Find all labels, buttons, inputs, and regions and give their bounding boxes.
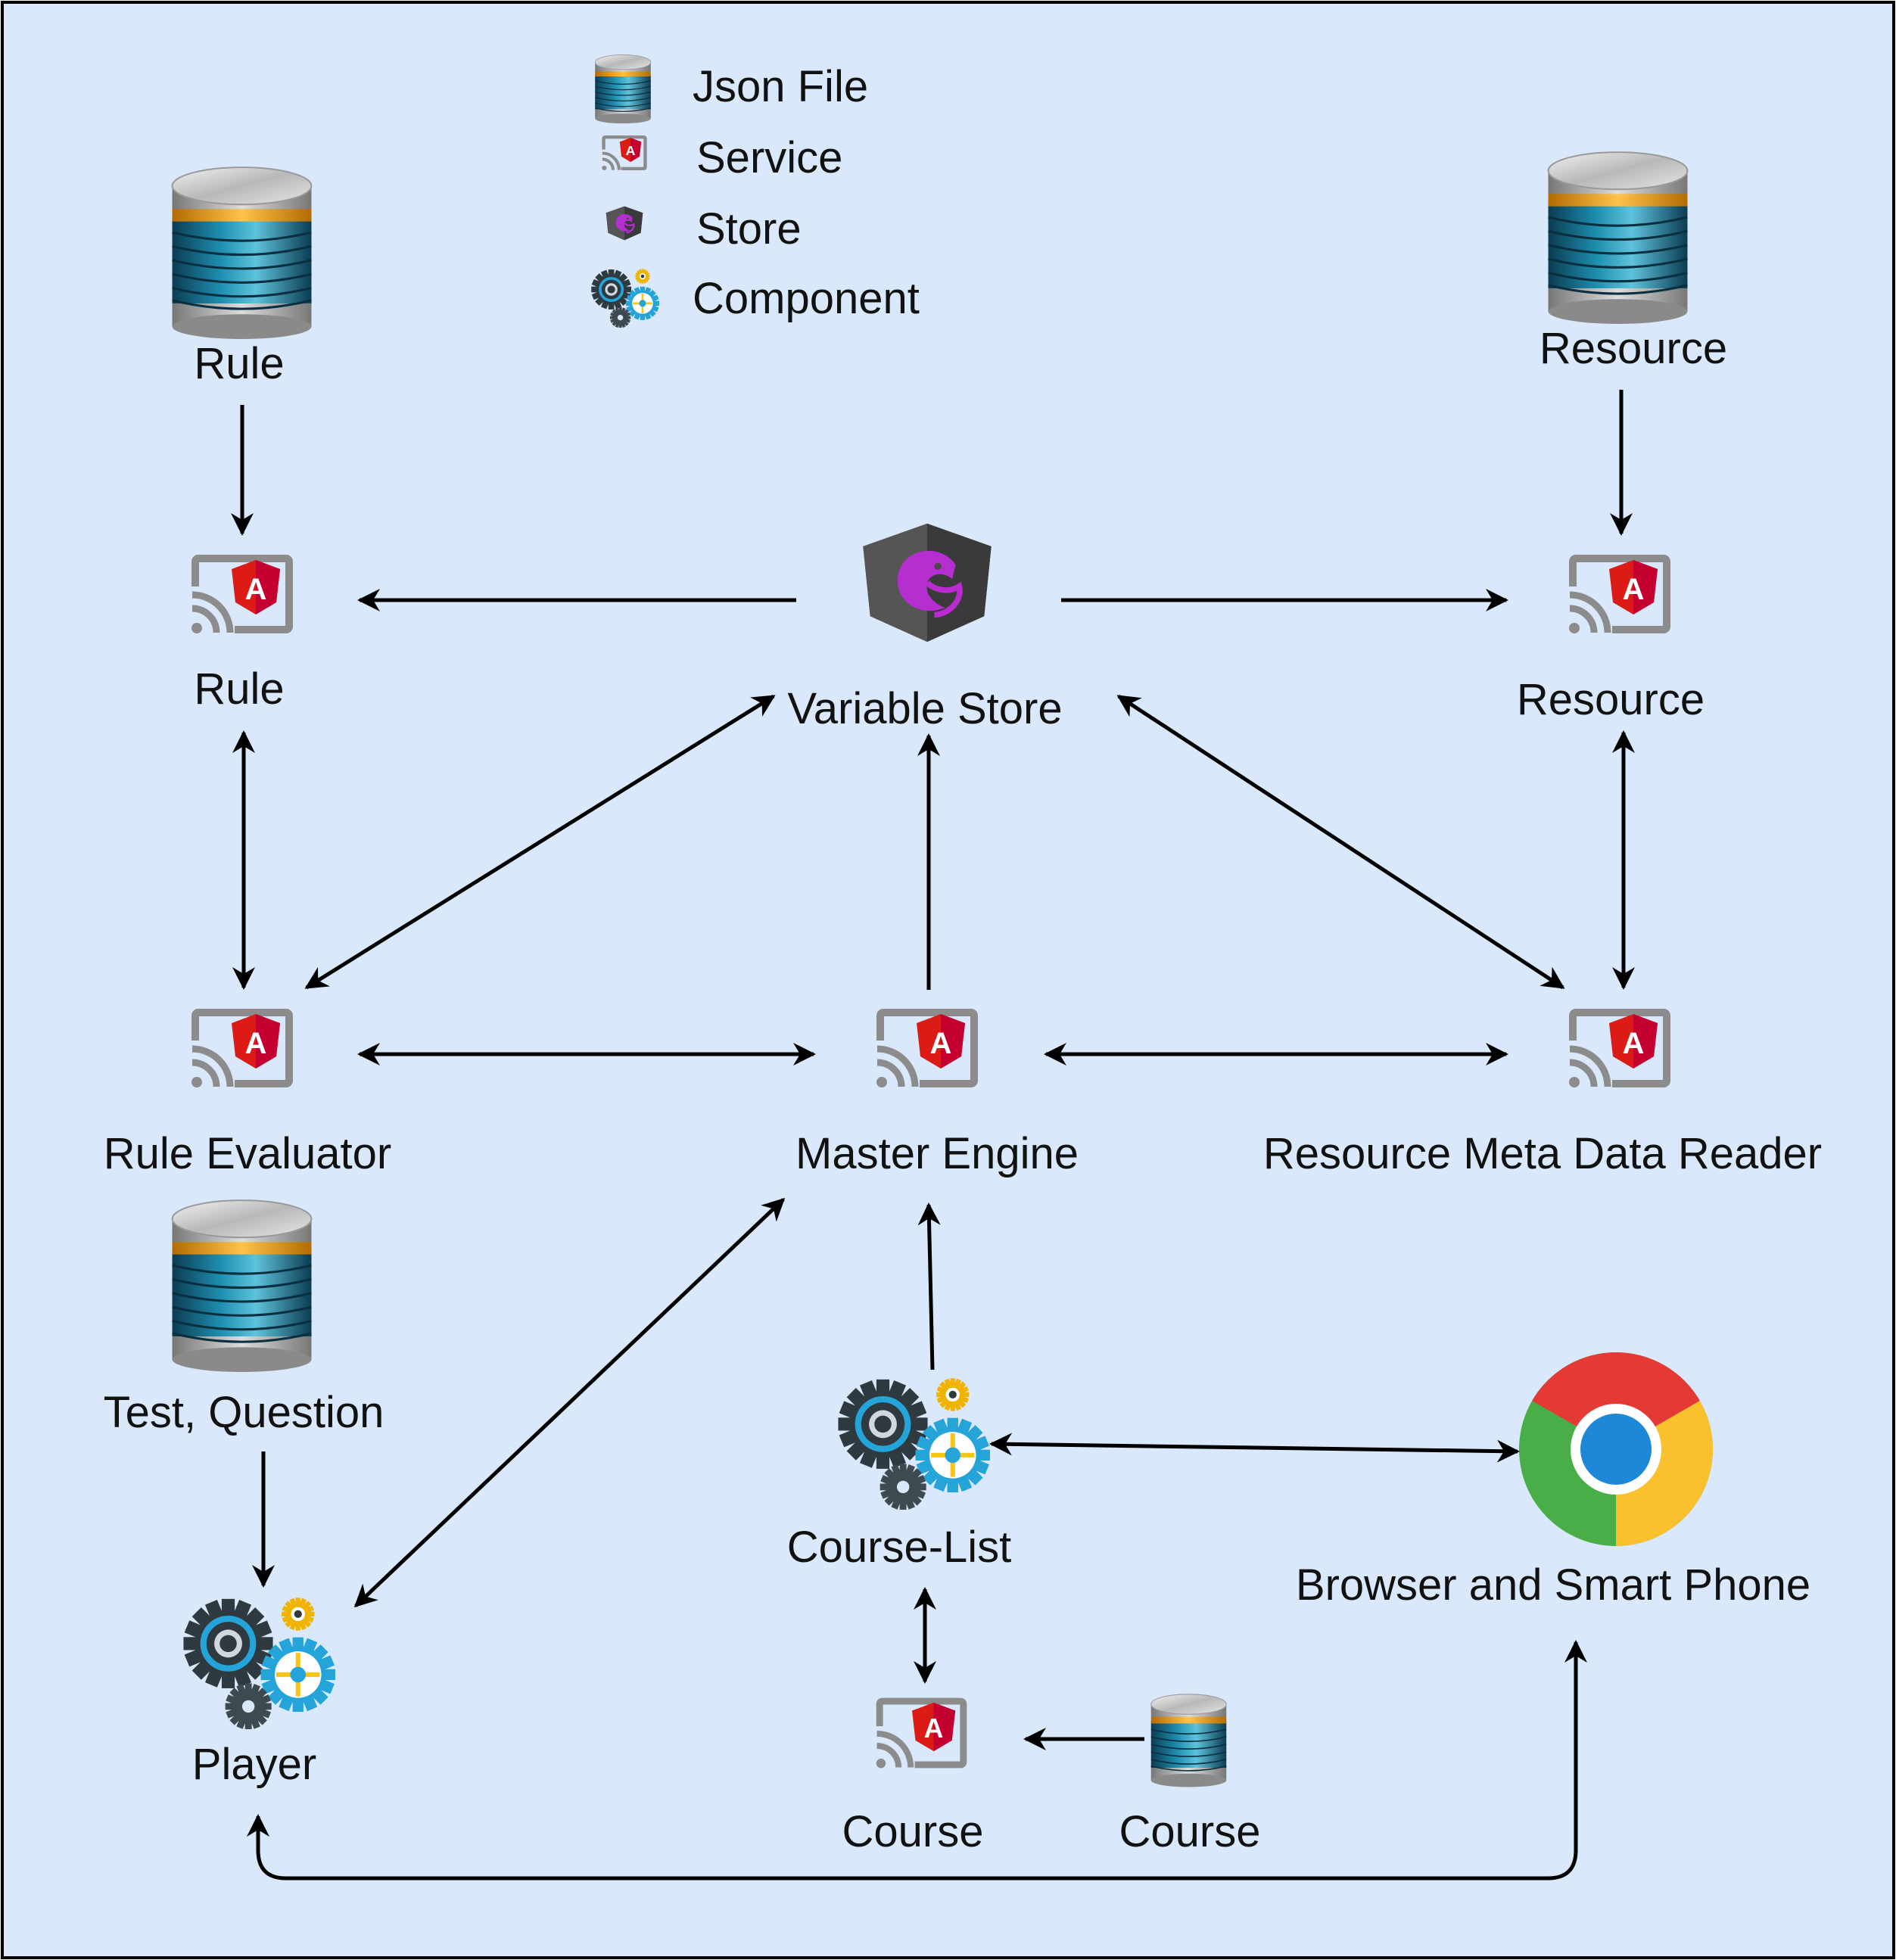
connectors xyxy=(231,390,1635,1881)
course-service-label: Course xyxy=(842,1807,984,1856)
resource-json-label: Resource xyxy=(1539,324,1728,373)
player-label: Player xyxy=(191,1740,317,1789)
test-question-label: Test, Question xyxy=(103,1388,384,1437)
legend-json-file-icon xyxy=(594,54,652,124)
arrow-courselist-to-engine xyxy=(917,1202,941,1370)
legend-store-label: Store xyxy=(696,204,802,254)
legend-json-file-label: Json File xyxy=(693,62,869,111)
course-json-icon xyxy=(1150,1693,1228,1788)
arrow-browser-player xyxy=(247,1640,1587,1881)
browser-label: Browser and Smart Phone xyxy=(1295,1560,1811,1610)
rule-service-label: Rule xyxy=(194,664,285,714)
legend-service-label: Service xyxy=(696,133,843,182)
arrow-store-evaluator xyxy=(304,694,776,990)
resource-meta-label: Resource Meta Data Reader xyxy=(1262,1129,1823,1178)
course-list-label: Course-List xyxy=(786,1523,1012,1572)
rule-json-label: Rule xyxy=(194,339,285,388)
resource-service-label: Resource xyxy=(1516,675,1705,724)
variable-store-label: Variable Store xyxy=(787,684,1063,733)
arrow-store-meta xyxy=(1116,694,1565,990)
resource-json-icon xyxy=(1547,151,1689,325)
course-json-label: Course xyxy=(1119,1807,1261,1856)
rule-evaluator-label: Rule Evaluator xyxy=(103,1129,392,1178)
legend-component-label: Component xyxy=(693,274,920,323)
master-engine-label: Master Engine xyxy=(795,1129,1079,1178)
chrome-browser-icon xyxy=(1519,1352,1713,1546)
arrow-player-engine xyxy=(353,1197,786,1608)
rule-json-icon xyxy=(171,166,313,341)
arrow-courselist-browser xyxy=(989,1433,1520,1463)
test-question-json-icon xyxy=(171,1199,313,1374)
